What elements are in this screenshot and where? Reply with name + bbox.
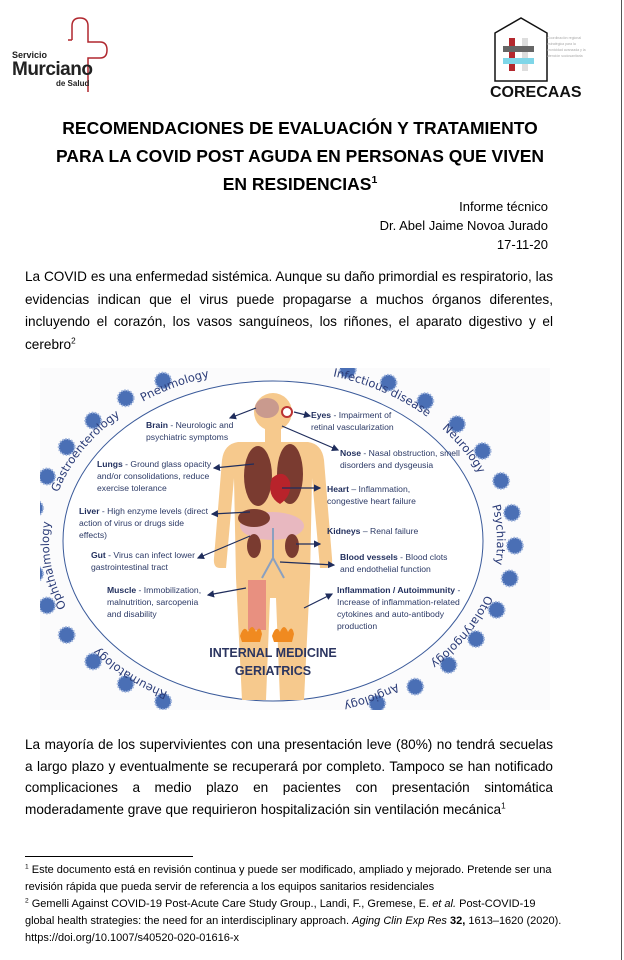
label-gut: Gut - Virus can infect lower gastrointes…	[91, 550, 195, 572]
title-line-3: EN RESIDENCIAS	[222, 174, 372, 194]
logo-text-servicio: Servicio	[12, 50, 48, 60]
corecaas-subtitle: Coordinación regional estratégica para l…	[547, 36, 586, 58]
report-info: Informe técnico Dr. Abel Jaime Novoa Jur…	[380, 197, 548, 254]
label-inflammation: Inflammation / Autoimmunity - Increase o…	[337, 585, 461, 631]
corecaas-name: CORECAAS	[490, 84, 582, 101]
doi-link[interactable]: 1613–1620 (2020). https://doi.org/10.100…	[25, 915, 562, 944]
label-nose: Nose - Nasal obstruction, smell disorder…	[340, 448, 460, 470]
virus-icon	[467, 630, 485, 648]
virus-icon	[439, 655, 458, 674]
label-heart: Heart – Inflammation, congestive heart f…	[327, 484, 416, 506]
virus-icon	[116, 389, 135, 408]
corecaas-logo: Coordinación regional estratégica para l…	[490, 15, 590, 103]
footnote-ref[interactable]: 2	[71, 335, 76, 345]
servicio-murciano-de-salud-logo: Servicio Murciano de Salud	[8, 12, 123, 92]
virus-icon	[473, 442, 492, 460]
intro-text: La COVID es una enfermedad sistémica. Au…	[25, 269, 553, 352]
logo-text-de-salud: de Salud	[56, 79, 90, 88]
geriatrics-label: GERIATRICS	[234, 664, 312, 678]
cross-outline-icon	[68, 17, 108, 92]
footnote-ref[interactable]: 1	[501, 800, 506, 810]
virus-icon	[57, 438, 76, 456]
footnote-2: 2 Gemelli Against COVID-19 Post-Acute Ca…	[25, 897, 562, 944]
virus-icon	[492, 471, 511, 490]
intro-paragraph: La COVID es una enfermedad sistémica. Au…	[25, 266, 553, 356]
virus-icon	[368, 694, 387, 710]
summary-paragraph: La mayoría de los supervivientes con una…	[25, 734, 553, 820]
report-author: Dr. Abel Jaime Novoa Jurado	[379, 218, 548, 233]
label-brain: Brain - Neurologic and psychiatric sympt…	[146, 420, 234, 442]
virus-icon	[116, 674, 135, 693]
virus-icon	[40, 500, 45, 516]
report-type: Informe técnico	[459, 199, 548, 214]
virus-icon	[154, 371, 173, 390]
specialty-label: Psychiatry	[489, 503, 508, 566]
center-label: INTERNAL MEDICINE GERIATRICS	[160, 644, 386, 680]
report-date: 17-11-20	[496, 237, 548, 252]
label-lungs: Lungs - Ground glass opacity and/or cons…	[97, 459, 212, 493]
label-eyes: Eyes - Impairment of retinal vasculariza…	[311, 410, 394, 432]
footnote-divider	[25, 856, 193, 857]
virus-icon	[503, 503, 521, 522]
label-kidneys: Kidneys – Renal failure	[327, 526, 419, 536]
footnote-1: 1 Este documento está en revisión contin…	[25, 863, 552, 893]
virus-icon	[505, 536, 524, 555]
page-edge	[621, 0, 622, 960]
virus-icon	[57, 626, 76, 644]
virus-icon	[416, 392, 435, 411]
virus-icon	[500, 569, 519, 588]
virus-icon	[84, 411, 103, 430]
arrows	[196, 407, 340, 609]
footnote-ref[interactable]: 1	[371, 174, 378, 187]
label-muscle: Muscle - Immobilization, malnutrition, s…	[107, 585, 202, 619]
label-liver: Liver - High enzyme levels (direct actio…	[79, 506, 208, 540]
summary-text: La mayoría de los supervivientes con una…	[25, 737, 553, 817]
document-title: RECOMENDACIONES DE EVALUACIÓN Y TRATAMIE…	[0, 114, 590, 198]
virus-icon	[40, 566, 45, 582]
virus-icon	[406, 677, 425, 696]
virus-icon	[379, 373, 398, 392]
virus-icon	[487, 600, 506, 619]
internal-medicine-label: INTERNAL MEDICINE	[209, 646, 337, 660]
title-line-2: PARA LA COVID POST AGUDA EN PERSONAS QUE…	[55, 146, 545, 166]
house-hash-icon	[494, 17, 548, 82]
organs	[238, 398, 304, 642]
logo-text-murciano: Murciano	[12, 59, 93, 80]
title-line-1: RECOMENDACIONES DE EVALUACIÓN Y TRATAMIE…	[62, 118, 538, 138]
virus-icon	[40, 467, 57, 486]
virus-icon	[338, 368, 357, 379]
label-blood-vessels: Blood vessels - Blood clots and endothel…	[340, 552, 448, 574]
virus-icon	[154, 692, 173, 710]
virus-icon	[448, 415, 466, 434]
virus-icon	[40, 596, 57, 615]
virus-icon	[84, 652, 103, 671]
